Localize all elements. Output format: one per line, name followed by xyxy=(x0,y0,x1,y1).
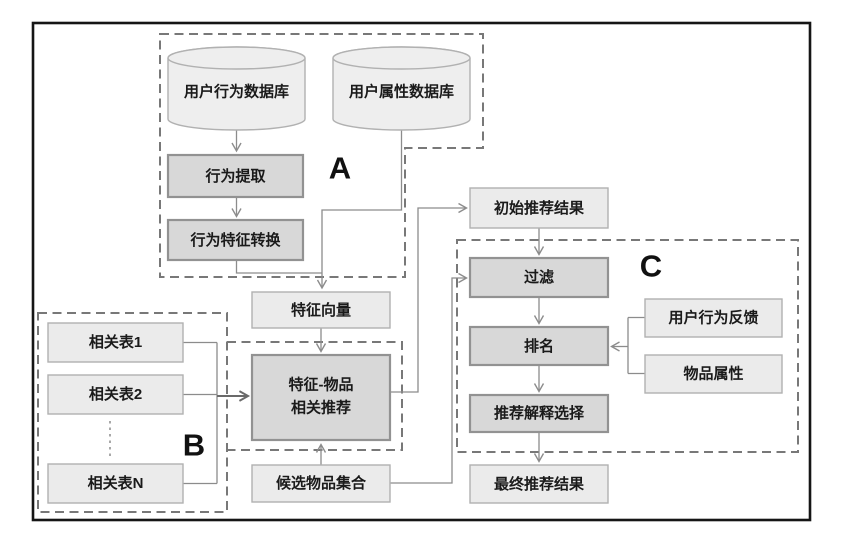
node-ranking-label: 排名 xyxy=(524,337,554,355)
node-feature-item-recommendation: 特征-物品 相关推荐 xyxy=(250,353,392,442)
group-b-outline xyxy=(37,312,228,513)
node-user-behavior-feedback: 用户行为反馈 xyxy=(644,298,783,338)
node-user-behavior-db-label: 用户行为数据库 xyxy=(184,83,289,101)
node-final-recommendation-results: 最终推荐结果 xyxy=(469,464,609,504)
node-behavior-feature-conversion-label: 行为特征转换 xyxy=(189,231,281,249)
node-feature-vector: 特征向量 xyxy=(251,291,391,329)
node-behavior-feature-conversion: 行为特征转换 xyxy=(166,218,305,262)
node-item-attributes: 物品属性 xyxy=(644,354,783,394)
node-user-attribute-db: 用户属性数据库 xyxy=(332,46,471,131)
node-related-table-1: 相关表1 xyxy=(47,322,184,363)
node-related-table-n-label: 相关表N xyxy=(88,474,144,492)
node-recommendation-explanation-selection: 推荐解释选择 xyxy=(468,393,610,434)
node-feature-item-recommendation-label-line1: 特征-物品 xyxy=(289,376,354,394)
node-recommendation-explanation-selection-label: 推荐解释选择 xyxy=(494,404,585,422)
node-filtering-label: 过滤 xyxy=(524,268,554,286)
node-feature-vector-label: 特征向量 xyxy=(291,301,351,319)
node-behavior-extraction-label: 行为提取 xyxy=(204,167,266,185)
edge-featureitem-to-initialresults xyxy=(390,202,468,393)
node-final-recommendation-results-label: 最终推荐结果 xyxy=(494,475,585,493)
node-ranking: 排名 xyxy=(468,325,610,367)
node-initial-recommendation-results: 初始推荐结果 xyxy=(469,187,609,229)
group-c-label: C xyxy=(640,249,662,284)
edge-conversion-to-featurevector xyxy=(235,260,322,274)
edge-attributedb-to-featurevector xyxy=(316,130,403,290)
group-a-outline xyxy=(159,33,484,278)
node-related-table-1-label: 相关表1 xyxy=(89,333,142,351)
node-related-table-2: 相关表2 xyxy=(47,374,184,415)
node-candidate-item-set: 候选物品集合 xyxy=(251,464,391,503)
node-item-attributes-label: 物品属性 xyxy=(683,365,743,383)
node-user-attribute-db-label: 用户属性数据库 xyxy=(349,83,454,101)
node-feature-item-recommendation-label-line2: 相关推荐 xyxy=(291,399,351,417)
node-user-behavior-db: 用户行为数据库 xyxy=(167,46,306,131)
group-a-label: A xyxy=(329,151,351,186)
node-candidate-item-set-label: 候选物品集合 xyxy=(276,474,367,492)
edge-candidates-to-filter xyxy=(390,272,468,484)
group-feature-item-outline xyxy=(227,341,403,451)
node-behavior-extraction: 行为提取 xyxy=(166,153,305,199)
node-initial-recommendation-results-label: 初始推荐结果 xyxy=(494,199,585,217)
node-user-behavior-feedback-label: 用户行为反馈 xyxy=(668,309,758,327)
group-b-label: B xyxy=(183,428,205,463)
node-related-table-n: 相关表N xyxy=(47,463,184,504)
node-filtering: 过滤 xyxy=(468,256,610,299)
node-related-table-2-label: 相关表2 xyxy=(89,385,142,403)
